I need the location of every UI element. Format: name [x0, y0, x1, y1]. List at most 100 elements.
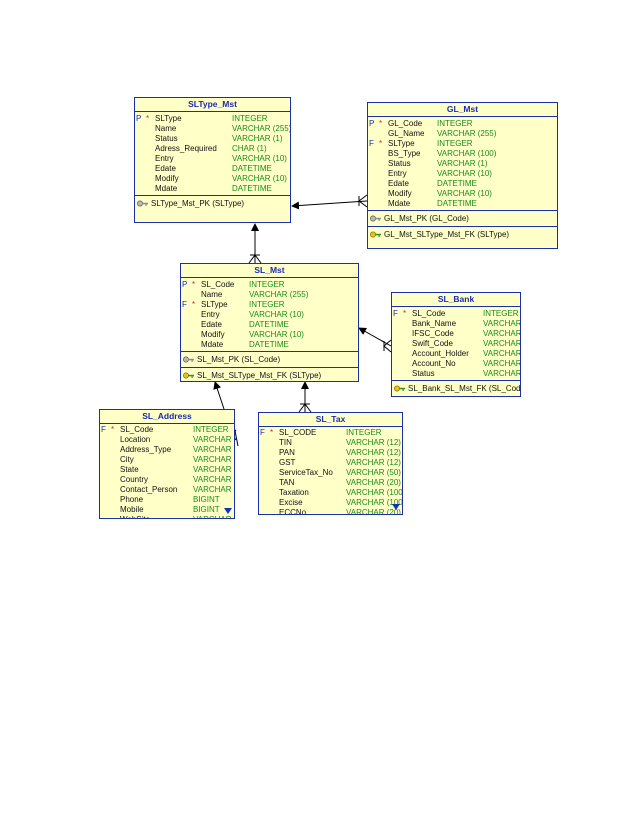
mandatory-marker: *: [379, 139, 383, 148]
column-type: VARCHAR (12): [346, 448, 401, 457]
column-type: VARCHAR (100): [437, 149, 497, 158]
column-row[interactable]: Name VARCHAR (255): [181, 290, 358, 300]
foreign-key-row[interactable]: SL_Bank_SL_Mst_FK (SL_Code): [392, 381, 520, 396]
scroll-down-icon[interactable]: [392, 504, 400, 510]
entity-title: SL_Mst: [181, 264, 358, 278]
mandatory-marker: *: [111, 425, 115, 434]
column-name: SL_CODE: [279, 428, 317, 437]
primary-key-row[interactable]: SL_Mst_PK (SL_Code): [181, 352, 358, 368]
column-type: INTEGER: [437, 119, 473, 128]
column-type: INTEGER: [437, 139, 473, 148]
column-name: State: [120, 465, 139, 474]
column-name: TIN: [279, 438, 292, 447]
relationship-sl-tax-to-sl-mst: [298, 381, 312, 413]
column-name: Mdate: [388, 199, 411, 208]
column-name: Mobile: [120, 505, 144, 514]
key-label: SL_Mst_PK (SL_Code): [197, 355, 281, 364]
foreign-key-row[interactable]: SL_Mst_SLType_Mst_FK (SLType): [181, 368, 358, 381]
column-type: VARCHAR (10): [249, 310, 304, 319]
scroll-down-icon[interactable]: [224, 508, 232, 514]
column-name: Entry: [388, 169, 407, 178]
column-name: Status: [155, 134, 178, 143]
column-row[interactable]: Status VARCHAR (1): [135, 134, 290, 144]
column-type: VARCHAR (1): [232, 134, 283, 143]
column-type: INTEGER: [249, 280, 285, 289]
column-type: DATETIME: [249, 340, 289, 349]
column-type: INTEGER: [193, 425, 229, 434]
key-label: GL_Mst_SLType_Mst_FK (SLType): [384, 230, 510, 239]
foreign-key-row[interactable]: GL_Mst_SLType_Mst_FK (SLType): [368, 227, 557, 242]
column-type: VARCHAR (255): [249, 290, 309, 299]
column-type: VARCHAR: [193, 475, 232, 484]
column-row[interactable]: WebSiteVARCHAR: [100, 515, 234, 518]
relationship-sl-mst-to-sltype-mst: [248, 223, 262, 264]
column-name: Name: [201, 290, 223, 299]
primary-key-row[interactable]: GL_Mst_PK (GL_Code): [368, 211, 557, 227]
column-type: VARCHAR: [193, 455, 232, 464]
relationship-sl-bank-to-sl-mst: [358, 327, 392, 353]
column-type: DATETIME: [232, 164, 272, 173]
column-name: GL_Code: [388, 119, 423, 128]
column-type: VARCHAR: [193, 485, 232, 494]
primary-key-row[interactable]: SLType_Mst_PK (SLType): [135, 196, 290, 211]
column-name: Edate: [201, 320, 222, 329]
entity-title: GL_Mst: [368, 103, 557, 117]
column-name: Edate: [388, 179, 409, 188]
column-name: TAN: [279, 478, 295, 487]
column-name: Swift_Code: [412, 339, 453, 348]
